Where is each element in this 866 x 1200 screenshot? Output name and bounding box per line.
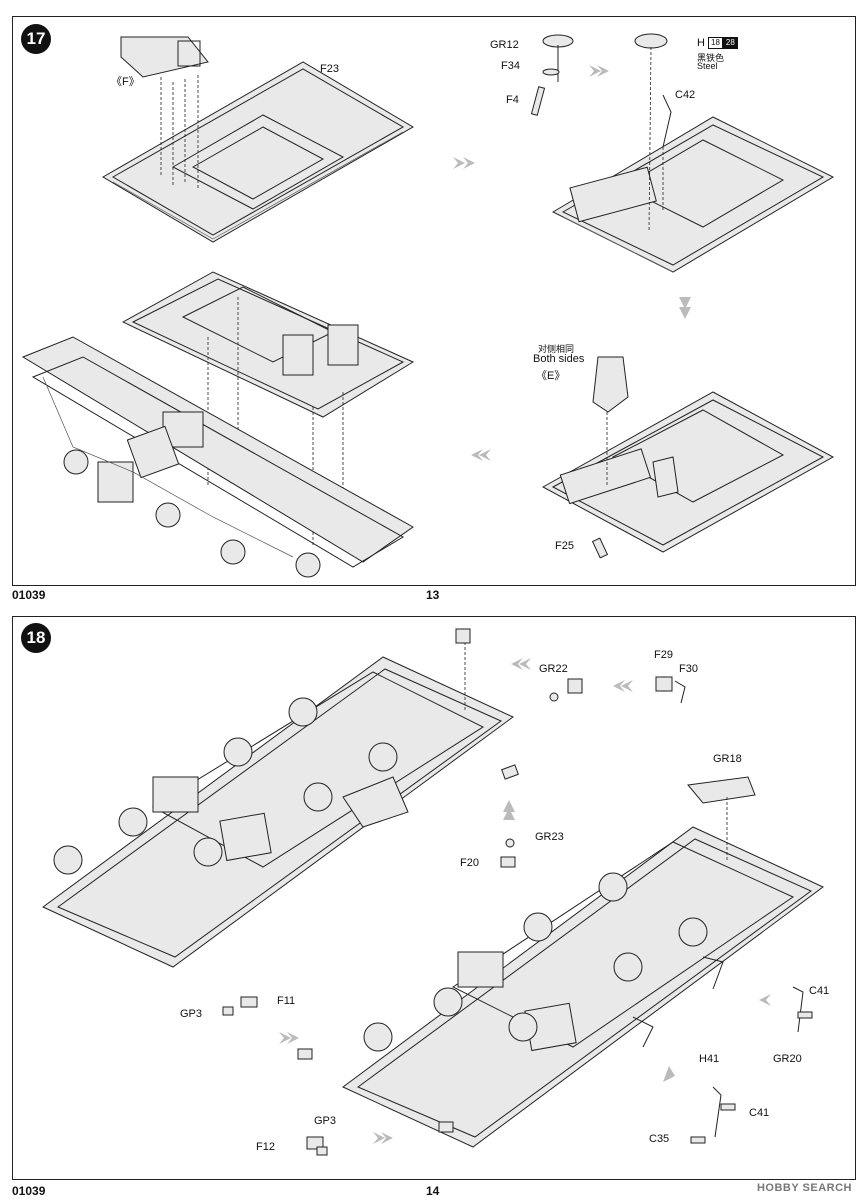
chassis-lower	[342, 776, 824, 1148]
step-17-illustration	[21, 33, 835, 578]
label-c35: C35	[649, 1133, 670, 1145]
label-both-sides-cn: 对侧相同	[538, 344, 575, 354]
seat-base-part-f	[120, 36, 209, 189]
chassis-bottom-left	[21, 271, 415, 578]
label-f-bracket: 《F》	[111, 76, 140, 88]
paint-number-box: 18	[708, 37, 723, 50]
label-h: H	[697, 37, 705, 49]
kit-code-page-14: 01039	[12, 1184, 46, 1198]
flow-arrows	[279, 658, 771, 1144]
label-c41-a: C41	[809, 985, 830, 997]
step-17-panel: 17	[12, 16, 856, 586]
steering-wheel-assembly	[530, 33, 672, 233]
flow-arrows	[453, 65, 691, 461]
label-gp3-b: GP3	[314, 1115, 337, 1127]
label-gr12: GR12	[490, 39, 519, 51]
label-steel-en: Steel	[697, 61, 718, 71]
chassis-upper	[42, 628, 519, 968]
label-f29: F29	[654, 649, 673, 661]
label-steel-cn: 黑铁色	[697, 53, 725, 63]
label-f34: F34	[501, 60, 520, 72]
step-number-badge: 18	[21, 623, 51, 653]
label-f11: F11	[277, 995, 296, 1007]
kit-code-page-13: 01039	[12, 588, 46, 602]
label-gr22: GR22	[539, 663, 568, 675]
step-18-panel: 18	[12, 616, 856, 1180]
label-gr23: GR23	[535, 831, 564, 843]
step-number-badge: 17	[21, 24, 51, 54]
label-f30: F30	[679, 663, 698, 675]
label-c41-b: C41	[749, 1107, 770, 1119]
label-f20: F20	[460, 857, 479, 869]
label-f25: F25	[555, 540, 574, 552]
cab-floor-with-seat-right	[541, 356, 835, 559]
watermark: HOBBY SEARCH	[756, 1182, 852, 1194]
cab-floor-top-right	[551, 116, 835, 273]
label-h41: H41	[699, 1053, 720, 1065]
label-gp3-a: GP3	[180, 1008, 203, 1020]
cab-floor-top-left	[102, 61, 414, 243]
label-f12: F12	[256, 1141, 275, 1153]
label-c42: C42	[675, 89, 696, 101]
label-gr20: GR20	[773, 1053, 802, 1065]
small-parts	[222, 676, 813, 1156]
page-number-13: 13	[426, 588, 440, 602]
label-both-sides-en: Both sides	[533, 353, 585, 365]
label-f23: F23	[320, 63, 339, 75]
paint-code-box: 28	[722, 37, 738, 50]
label-f4: F4	[506, 94, 519, 106]
label-e-bracket: 《E》	[536, 370, 566, 382]
label-gr18: GR18	[713, 753, 742, 765]
step-18-illustration	[42, 628, 824, 1156]
page-number-14: 14	[426, 1184, 440, 1198]
